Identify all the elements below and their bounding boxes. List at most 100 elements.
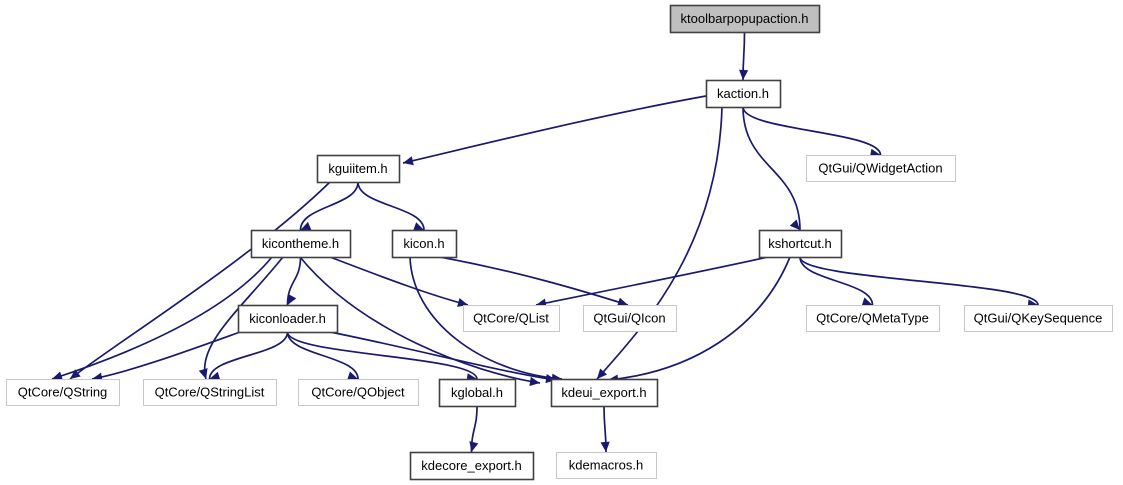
- graph-edge-kshortcut-to-qkeysequence: [799, 256, 1039, 306]
- edge-layer: [51, 31, 1039, 453]
- graph-edge-kshortcut-to-qmetatype: [799, 256, 874, 306]
- node-box[interactable]: [806, 305, 940, 332]
- node-box[interactable]: [758, 229, 843, 259]
- arrowhead-kaction-to-kshortcut: [789, 219, 800, 230]
- node-box[interactable]: [705, 79, 782, 109]
- graph-edge-kicon-to-kdeui_export: [409, 256, 563, 380]
- graph-node-qmetatype[interactable]: QtCore/QMetaType: [806, 305, 940, 332]
- graph-edge-kguiitem-to-kicon: [357, 181, 425, 231]
- graph-edge-kicontheme-to-qstringlist: [203, 256, 284, 380]
- node-box[interactable]: [391, 229, 458, 259]
- graph-node-kaction[interactable]: kaction.h: [705, 79, 782, 109]
- graph-node-kicon[interactable]: kicon.h: [391, 229, 458, 259]
- graph-node-kdecore_export[interactable]: kdecore_export.h: [409, 451, 535, 481]
- arrowhead-kaction-to-kguiitem: [403, 156, 414, 166]
- graph-edge-kiconloader-to-qobject: [286, 331, 359, 380]
- node-label: kaction.h: [717, 86, 769, 101]
- graph-edge-kaction-to-kguiitem: [402, 95, 707, 164]
- node-label: kguiitem.h: [328, 161, 387, 176]
- node-box[interactable]: [806, 155, 956, 182]
- graph-node-kdemacros[interactable]: kdemacros.h: [556, 452, 657, 479]
- graph-node-qwidgetaction[interactable]: QtGui/QWidgetAction: [806, 155, 956, 182]
- graph-edge-kshortcut-to-kdeui_export: [607, 256, 791, 381]
- arrowhead-kaction-to-kdeui_export: [597, 368, 608, 379]
- node-label: QtGui/QKeySequence: [974, 310, 1103, 325]
- graph-edge-kiconloader-to-qstring: [91, 331, 241, 380]
- graph-edge-kicontheme-to-qstring: [51, 256, 273, 380]
- node-label: QtCore/QString: [18, 384, 108, 399]
- graph-node-kiconloader[interactable]: kiconloader.h: [237, 304, 339, 334]
- graph-edge-kaction-to-qwidgetaction: [742, 106, 882, 156]
- graph-node-qstring[interactable]: QtCore/QString: [6, 379, 120, 406]
- graph-edge-kiconloader-to-kglobal: [286, 331, 478, 380]
- arrowhead-kshortcut-to-qmetatype: [861, 297, 873, 307]
- graph-edge-kaction-to-kdeui_export: [596, 106, 723, 380]
- node-box[interactable]: [298, 379, 419, 406]
- node-box[interactable]: [316, 154, 401, 184]
- node-label: kiconloader.h: [249, 311, 326, 326]
- arrowhead-kdeui_export-to-kdemacros: [600, 441, 610, 452]
- node-label: QtGui/QWidgetAction: [818, 160, 942, 175]
- node-box[interactable]: [463, 305, 560, 332]
- arrowhead-kglobal-to-kdecore_export: [469, 441, 479, 452]
- graph-edge-kiconloader-to-kdeui_export: [329, 331, 557, 381]
- node-label: kshortcut.h: [768, 236, 832, 251]
- node-box[interactable]: [6, 379, 120, 406]
- arrowhead-kguiitem-to-kicon: [413, 222, 424, 231]
- arrowhead-kguiitem-to-kicontheme: [300, 221, 312, 231]
- arrowhead-kicon-to-qicon: [617, 297, 628, 307]
- arrowhead-kicontheme-to-kiconloader: [287, 294, 297, 305]
- node-box[interactable]: [143, 379, 277, 406]
- node-box[interactable]: [583, 305, 677, 332]
- node-label: QtCore/QStringList: [155, 384, 265, 399]
- node-label: kdeui_export.h: [561, 385, 646, 400]
- graph-node-kglobal[interactable]: kglobal.h: [438, 378, 517, 408]
- node-box[interactable]: [550, 378, 659, 408]
- graph-edge-kaction-to-kshortcut: [742, 106, 801, 231]
- node-box[interactable]: [556, 452, 657, 479]
- arrowhead-kiconloader-to-qstringlist: [209, 371, 221, 381]
- graph-node-qkeysequence[interactable]: QtGui/QKeySequence: [964, 305, 1113, 332]
- arrowhead-kiconloader-to-qobject: [347, 371, 358, 381]
- node-layer: ktoolbarpopupaction.h kaction.h kguiitem.h…: [6, 4, 1113, 481]
- node-box[interactable]: [669, 4, 821, 34]
- graph-node-kdeui_export[interactable]: kdeui_export.h: [550, 378, 659, 408]
- node-label: kicontheme.h: [262, 236, 339, 251]
- graph-edge-kicontheme-to-qlist: [329, 256, 469, 306]
- graph-node-kshortcut[interactable]: kshortcut.h: [758, 229, 843, 259]
- graph-edge-kicon-to-qicon: [439, 256, 629, 306]
- node-label: QtGui/QIcon: [593, 310, 665, 325]
- graph-edge-kshortcut-to-qlist: [535, 256, 769, 306]
- node-label: QtCore/QMetaType: [816, 310, 929, 325]
- arrowhead-kicontheme-to-qlist: [457, 298, 468, 307]
- arrowhead-kicontheme-to-kdeui_export: [529, 376, 540, 386]
- node-box[interactable]: [438, 378, 517, 408]
- node-label: kglobal.h: [451, 385, 503, 400]
- arrowhead-kguiitem-to-qstring: [70, 369, 81, 379]
- graph-node-ktoolbarpopupaction[interactable]: ktoolbarpopupaction.h: [669, 4, 821, 34]
- graph-node-qstringlist[interactable]: QtCore/QStringList: [143, 379, 277, 406]
- node-label: ktoolbarpopupaction.h: [681, 11, 809, 26]
- node-box[interactable]: [237, 304, 339, 334]
- node-label: kdemacros.h: [569, 457, 643, 472]
- graph-node-qlist[interactable]: QtCore/QList: [463, 305, 560, 332]
- node-box[interactable]: [964, 305, 1113, 332]
- arrowhead-kicontheme-to-qstring: [52, 371, 63, 381]
- graph-node-kguiitem[interactable]: kguiitem.h: [316, 154, 401, 184]
- node-label: kdecore_export.h: [421, 458, 521, 473]
- node-box[interactable]: [250, 229, 352, 259]
- node-label: kicon.h: [403, 236, 444, 251]
- graph-node-qobject[interactable]: QtCore/QObject: [298, 379, 419, 406]
- graph-node-kicontheme[interactable]: kicontheme.h: [250, 229, 352, 259]
- arrowhead-kicontheme-to-qstringlist: [198, 368, 208, 379]
- graph-edge-kguiitem-to-qstring: [69, 181, 331, 380]
- graph-edge-kiconloader-to-qstringlist: [208, 331, 289, 380]
- graph-edge-kicontheme-to-kdeui_export: [299, 256, 541, 384]
- arrowhead-ktoolbarpopupaction-to-kaction: [739, 69, 749, 80]
- node-label: QtCore/QList: [473, 310, 549, 325]
- graph-node-qicon[interactable]: QtGui/QIcon: [583, 305, 677, 332]
- node-box[interactable]: [409, 451, 535, 481]
- node-label: QtCore/QObject: [311, 384, 405, 399]
